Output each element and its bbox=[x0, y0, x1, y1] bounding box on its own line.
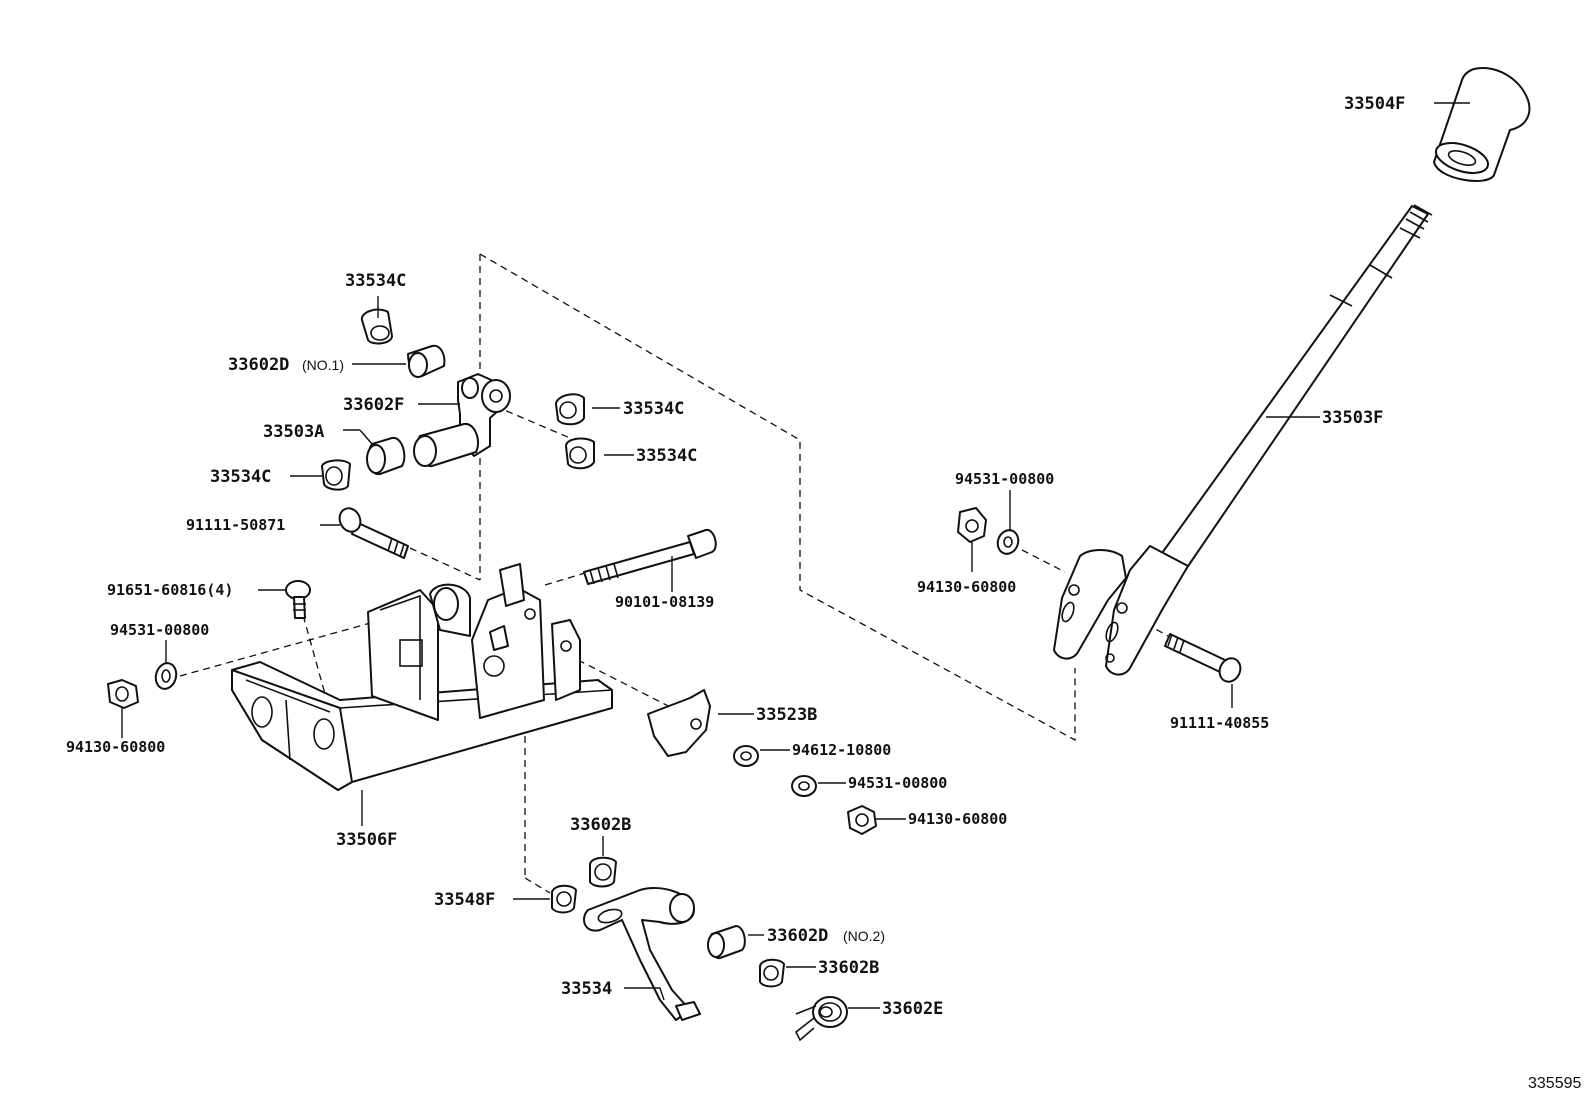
label-33548F: 33548F bbox=[434, 890, 495, 910]
bushing-33534c-right2 bbox=[565, 437, 595, 470]
label-94531-00800-mid: 94531-00800 bbox=[848, 774, 947, 792]
shift-lever bbox=[1053, 204, 1433, 676]
label-33602B-top: 33602B bbox=[570, 815, 631, 835]
label-33602D-no1-note: (NO.1) bbox=[302, 357, 344, 373]
label-33504F: 33504F bbox=[1344, 94, 1405, 114]
label-94130-60800-left: 94130-60800 bbox=[66, 738, 165, 756]
label-33503F: 33503F bbox=[1322, 408, 1383, 428]
bushing-33534c-top bbox=[360, 308, 393, 345]
bushing-33602b-top bbox=[589, 856, 617, 888]
right-nut-washer bbox=[957, 507, 1020, 555]
label-33506F: 33506F bbox=[336, 830, 397, 850]
base-plate bbox=[231, 563, 613, 791]
label-94612-10800: 94612-10800 bbox=[792, 741, 891, 759]
label-33534C-left: 33534C bbox=[210, 467, 271, 487]
bracket-33523b bbox=[647, 689, 711, 757]
collar-33503a bbox=[366, 436, 406, 476]
label-33602D-no2: 33602D bbox=[767, 926, 828, 946]
bolt-91111-40855 bbox=[1164, 633, 1242, 683]
sleeve-33503a bbox=[413, 422, 480, 468]
leader-lines bbox=[121, 102, 1470, 1009]
bushing-33602b-bottom bbox=[759, 958, 785, 988]
label-94130-60800-right: 94130-60800 bbox=[917, 578, 1016, 596]
catalog-number: 335595 bbox=[1528, 1075, 1581, 1092]
label-33534: 33534 bbox=[561, 979, 612, 999]
shift-knob bbox=[1433, 67, 1531, 182]
label-90101-08139: 90101-08139 bbox=[615, 593, 714, 611]
label-33534C-right1: 33534C bbox=[623, 399, 684, 419]
bushing-33534c-right1 bbox=[555, 393, 585, 426]
spring-33602e bbox=[794, 996, 848, 1042]
label-33602F: 33602F bbox=[343, 395, 404, 415]
callout-labels: 33504F 33503F 33534C 33602D (NO.1) 33602… bbox=[66, 94, 1581, 1092]
label-91651-60816: 91651-60816(4) bbox=[107, 581, 233, 599]
label-33534C-top: 33534C bbox=[345, 271, 406, 291]
label-94531-00800-right: 94531-00800 bbox=[955, 470, 1054, 488]
label-33602D-no2-note: (NO.2) bbox=[843, 928, 885, 944]
label-94531-00800-left: 94531-00800 bbox=[110, 621, 209, 639]
bolt-90101-08139 bbox=[583, 528, 717, 585]
bushing-33534c-left bbox=[321, 459, 351, 491]
washer-94531-00800-mid bbox=[791, 775, 817, 797]
lever-33534 bbox=[583, 887, 701, 1021]
bushing-33548f bbox=[551, 884, 577, 914]
label-33602D-no1: 33602D bbox=[228, 355, 289, 375]
label-91111-50871: 91111-50871 bbox=[186, 516, 285, 534]
left-washer bbox=[154, 662, 178, 690]
bolt-91111-50871 bbox=[338, 507, 409, 559]
nut-94130-60800-mid bbox=[847, 805, 877, 835]
label-91111-40855: 91111-40855 bbox=[1170, 714, 1269, 732]
label-94130-60800-mid: 94130-60800 bbox=[908, 810, 1007, 828]
collar-33602d-no1 bbox=[407, 344, 446, 378]
collar-33602d-no2 bbox=[707, 925, 746, 960]
left-nut bbox=[107, 679, 139, 709]
label-33602B-bottom: 33602B bbox=[818, 958, 879, 978]
label-33534C-right2: 33534C bbox=[636, 446, 697, 466]
label-33602E: 33602E bbox=[882, 999, 943, 1019]
washer-94612-10800 bbox=[733, 745, 759, 767]
label-33523B: 33523B bbox=[756, 705, 817, 725]
assembly-guide-lines bbox=[179, 253, 1169, 894]
label-33503A: 33503A bbox=[263, 422, 324, 442]
bolt-91651-60816 bbox=[285, 580, 311, 619]
